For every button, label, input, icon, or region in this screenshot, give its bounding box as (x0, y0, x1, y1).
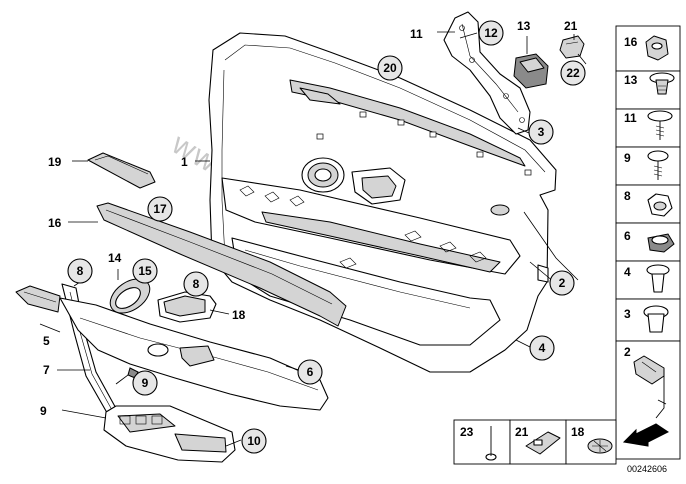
callout-22: 21 (564, 19, 578, 33)
callout-14: 13 (517, 19, 531, 33)
fastener-18-icon (587, 438, 613, 454)
part-20-cover (87, 152, 156, 189)
fastener-21-icon (525, 431, 561, 455)
svg-text:8: 8 (193, 277, 200, 291)
callout-8-bubble-left: 8 (67, 258, 93, 284)
svg-text:4: 4 (624, 265, 631, 279)
svg-text:18: 18 (571, 425, 585, 439)
svg-text:9: 9 (142, 376, 149, 390)
svg-text:23: 23 (460, 425, 474, 439)
callout-11-bubble: 10 (241, 428, 267, 454)
bottom-fastener-panel (453, 419, 617, 465)
callout-19: 18 (232, 308, 246, 322)
svg-text:6: 6 (307, 365, 314, 379)
fastener-13-icon (649, 72, 675, 95)
part-22-clip (559, 35, 585, 59)
svg-text:20: 20 (383, 61, 397, 75)
callout-13-bubble: 12 (478, 20, 504, 46)
fastener-16-icon (645, 35, 669, 61)
fastener-4-icon (646, 264, 670, 293)
callout-17: 16 (48, 216, 62, 230)
svg-text:9: 9 (624, 151, 631, 165)
fastener-8-icon (647, 193, 673, 217)
svg-text:21: 21 (515, 425, 529, 439)
callout-21-bubble: 20 (377, 55, 403, 81)
reference-code: 00242606 (627, 464, 667, 474)
callout-20: 19 (48, 155, 62, 169)
side-panel-labels: 16 13 11 9 8 6 4 3 2 (624, 35, 638, 359)
svg-text:15: 15 (138, 264, 152, 278)
callout-4-bubble: 4 (529, 335, 555, 361)
bottom-panel-labels: 23 21 18 (460, 425, 585, 439)
fastener-2-icon (633, 355, 667, 419)
leader-lines (39, 31, 587, 447)
svg-text:16: 16 (624, 35, 638, 49)
callout-18-bubble: 17 (147, 196, 173, 222)
fastener-11-icon (647, 110, 673, 140)
callout-2-bubble: 2 (549, 270, 575, 296)
fastener-23-icon (485, 426, 497, 461)
svg-text:6: 6 (624, 229, 631, 243)
callout-10: 9 (40, 404, 47, 418)
svg-text:4: 4 (539, 341, 546, 355)
svg-text:13: 13 (624, 73, 638, 87)
svg-text:3: 3 (624, 307, 631, 321)
part-5-grip (15, 285, 61, 313)
callout-8-bubble-right: 8 (183, 271, 209, 297)
svg-text:8: 8 (624, 189, 631, 203)
callout-1: 1 (181, 155, 188, 169)
fastener-9-icon (647, 150, 669, 180)
svg-text:22: 22 (566, 66, 580, 80)
callout-7: 7 (43, 363, 50, 377)
svg-text:12: 12 (484, 26, 498, 40)
svg-text:17: 17 (153, 202, 167, 216)
callout-5: 5 (43, 334, 50, 348)
part-19-inner-handle (157, 291, 217, 323)
part-17-trim-strip (96, 202, 347, 327)
callout-3-bubble: 3 (528, 119, 554, 145)
svg-text:2: 2 (624, 345, 631, 359)
svg-text:10: 10 (247, 434, 261, 448)
part-6-armrest (59, 297, 329, 411)
callout-16-bubble: 15 (132, 258, 158, 284)
callout-9-bubble: 9 (132, 370, 158, 396)
fastener-6-icon (647, 233, 675, 253)
svg-text:8: 8 (77, 264, 84, 278)
part-15-round-cover (109, 278, 151, 314)
direction-arrow-icon (622, 423, 669, 447)
callout-6-bubble: 6 (297, 359, 323, 385)
part-10-switch-block (103, 405, 236, 463)
callout-23-bubble: 22 (560, 60, 586, 86)
callout-15: 14 (108, 251, 122, 265)
part-14-module (513, 53, 549, 89)
svg-text:11: 11 (624, 111, 637, 125)
callout-12: 11 (410, 27, 423, 41)
svg-text:2: 2 (559, 276, 566, 290)
svg-text:3: 3 (538, 125, 545, 139)
fastener-panel (615, 25, 681, 460)
fastener-3-icon (643, 305, 669, 333)
